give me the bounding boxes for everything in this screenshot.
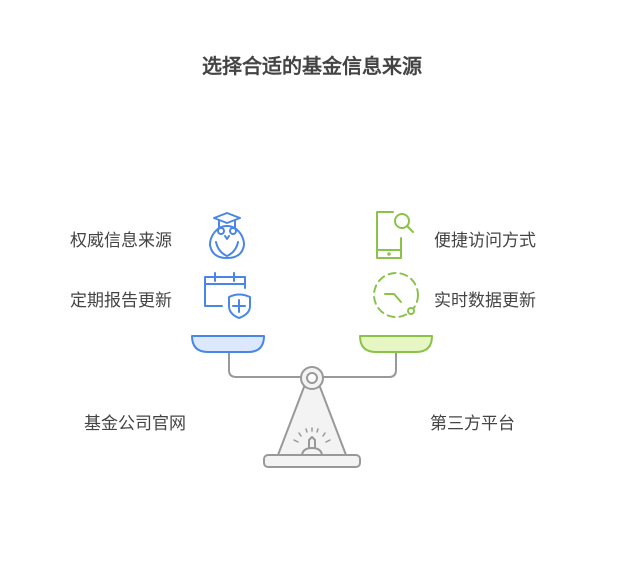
phone-search-icon bbox=[376, 211, 414, 259]
diagram-title: 选择合适的基金信息来源 bbox=[202, 54, 422, 78]
left-pan bbox=[191, 335, 265, 353]
feature-convenient-access: 便捷访问方式 bbox=[434, 231, 536, 251]
balance-scale bbox=[191, 335, 433, 468]
calendar-shield-icon bbox=[204, 272, 251, 319]
feature-authoritative: 权威信息来源 bbox=[70, 231, 172, 251]
feature-periodic-reports: 定期报告更新 bbox=[70, 291, 172, 311]
dashed-clock-icon bbox=[373, 272, 419, 318]
owl-graduate-icon bbox=[209, 212, 245, 259]
feature-realtime-data: 实时数据更新 bbox=[434, 291, 536, 311]
option-third-party: 第三方平台 bbox=[430, 414, 515, 434]
option-fund-website: 基金公司官网 bbox=[84, 414, 186, 434]
right-pan bbox=[359, 335, 433, 353]
